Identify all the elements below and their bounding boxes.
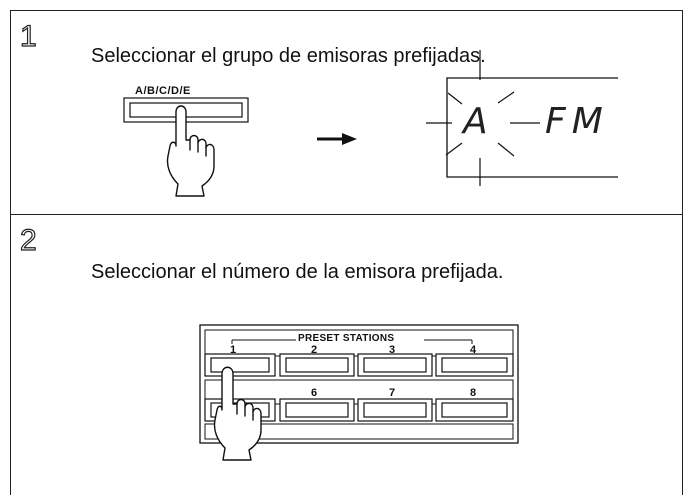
step-1-instruction: Seleccionar el grupo de emisoras prefija…	[91, 45, 486, 67]
group-button-label: A/B/C/D/E	[135, 85, 191, 97]
instruction-frame	[10, 10, 683, 495]
hand-pointer-icon	[166, 105, 215, 197]
step-divider	[10, 214, 683, 215]
preset-panel-title: PRESET STATIONS	[298, 333, 395, 344]
display-segment-a: A	[463, 101, 494, 142]
step-1-number: 1	[19, 20, 37, 53]
step-2-number: 2	[19, 224, 37, 257]
preset-number-2: 2	[311, 344, 318, 356]
display-frame	[446, 77, 618, 178]
blink-rays-icon	[426, 50, 515, 186]
step-2-instruction: Seleccionar el número de la emisora pref…	[91, 261, 504, 283]
group-button-illustration	[123, 50, 618, 197]
preset-number-4: 4	[470, 344, 477, 356]
preset-number-3: 3	[389, 344, 396, 356]
preset-number-7: 7	[389, 387, 396, 399]
preset-number-6: 6	[311, 387, 318, 399]
display-segment-fm: FM	[545, 101, 609, 142]
preset-number-8: 8	[470, 387, 477, 399]
arrow-right-icon	[317, 133, 357, 145]
preset-number-1: 1	[230, 344, 237, 356]
hand-pointer-icon	[213, 366, 262, 461]
